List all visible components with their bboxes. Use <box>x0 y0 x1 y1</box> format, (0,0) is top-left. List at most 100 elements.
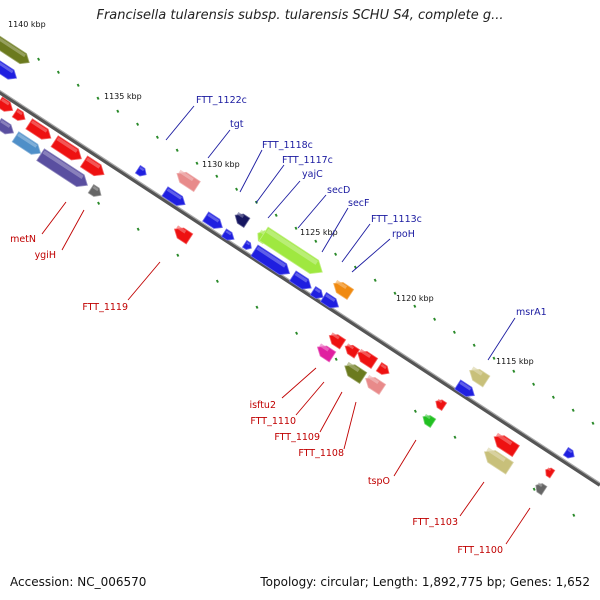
gene-arrow-highlight <box>319 343 330 352</box>
scale-tick <box>295 331 299 335</box>
scale-tick <box>532 382 536 386</box>
gene-arrow <box>319 291 340 309</box>
leader-line <box>295 381 325 416</box>
gene-arrow-highlight <box>486 447 506 462</box>
gene-arrow <box>202 211 223 229</box>
gene-arrow-highlight <box>166 188 182 200</box>
gene-label: secF <box>348 198 369 209</box>
gene-label: isftu2 <box>249 400 276 411</box>
gene-arrow <box>309 285 324 299</box>
scale-tick <box>572 513 576 517</box>
scale-ticks <box>37 57 595 517</box>
scale-tick <box>136 227 140 231</box>
gene-arrow-highlight <box>16 109 23 116</box>
scale-tick <box>393 291 397 295</box>
scale-tick <box>56 70 60 74</box>
gene-arrow-highlight <box>335 279 348 290</box>
label-leaders <box>41 105 531 545</box>
scale-label: 1120 kbp <box>396 294 434 303</box>
leader-line <box>459 481 485 517</box>
gene-arrow-highlight <box>85 157 101 169</box>
gene-arrow-highlight <box>17 133 38 148</box>
accession-text: Accession: NC_006570 <box>10 575 147 589</box>
scale-tick <box>96 96 100 100</box>
gene-arrow-highlight <box>0 58 14 74</box>
gene-arrow <box>258 226 323 275</box>
gene-arrow <box>562 446 575 459</box>
leader-line <box>319 391 343 433</box>
leader-line <box>41 201 67 235</box>
scale-tick <box>215 174 219 178</box>
scale-label: 1125 kbp <box>300 228 338 237</box>
gene-arrow <box>328 334 347 350</box>
gene-arrow-highlight <box>294 272 308 283</box>
gene-arrow <box>87 183 102 197</box>
gene-label: secD <box>327 185 350 196</box>
leader-line <box>255 164 285 204</box>
gene-arrow-highlight <box>178 169 194 182</box>
gene-arrow <box>36 148 88 188</box>
gene-arrow <box>0 31 30 65</box>
scale-label: 1115 kbp <box>496 357 534 366</box>
scale-tick <box>532 487 536 491</box>
leader-line <box>393 439 417 477</box>
gene-arrow-highlight <box>471 366 483 376</box>
gene-arrow-highlight <box>547 467 552 472</box>
scale-tick <box>551 395 555 399</box>
gene-arrow <box>493 435 520 458</box>
gene-arrow <box>435 399 448 412</box>
scale-tick <box>116 109 120 113</box>
scale-tick <box>274 213 278 217</box>
gene-arrow-highlight <box>92 185 99 192</box>
gene-arrow-highlight <box>346 343 355 350</box>
leader-line <box>267 180 301 219</box>
gene-arrow <box>79 155 105 177</box>
gene-label: FTT_1109 <box>274 432 320 443</box>
gene-arrow-highlight <box>30 120 48 133</box>
gene-arrow <box>0 96 14 112</box>
scale-tick <box>294 226 298 230</box>
scale-tick <box>571 408 575 412</box>
reverse-gene-labels: metN ygiH FTT_1119 isftu2 FTT_1110 FTT_1… <box>10 234 503 556</box>
gene-label: rpoH <box>392 229 415 240</box>
leader-line <box>487 317 516 361</box>
gene-arrow <box>50 135 82 161</box>
scale-tick <box>255 305 259 309</box>
gene-arrow-highlight <box>424 413 431 420</box>
scale-tick <box>37 57 41 61</box>
scale-tick <box>413 304 417 308</box>
gene-arrow-highlight <box>207 213 220 223</box>
leader-line <box>239 149 263 193</box>
gene-label: metN <box>10 234 36 245</box>
gene-arrow-highlight <box>331 332 340 340</box>
gene-label: FTT_1100 <box>457 545 503 556</box>
scale-tick <box>136 122 140 126</box>
gene-arrow <box>25 118 52 140</box>
gene-arrow-highlight <box>246 241 250 246</box>
gene-label: msrA1 <box>516 307 547 318</box>
gene-arrow <box>357 351 379 370</box>
gene-arrow <box>220 228 235 241</box>
gene-arrow <box>422 415 437 429</box>
gene-arrow <box>454 379 475 397</box>
scale-tick <box>373 278 377 282</box>
scale-label: 1130 kbp <box>202 160 240 169</box>
gene-arrow-highlight <box>236 211 245 219</box>
scale-tick <box>195 161 199 165</box>
leader-line <box>61 209 85 251</box>
gene-arrow <box>0 56 18 80</box>
gene-label: FTT_1119 <box>82 302 128 313</box>
genome-stats-text: Topology: circular; Length: 1,892,775 bp… <box>260 575 590 589</box>
leader-line <box>165 105 195 141</box>
gene-arrow <box>483 450 514 475</box>
gene-arrow <box>365 377 387 396</box>
scale-tick <box>512 369 516 373</box>
gene-arrow <box>375 361 390 375</box>
gene-label: tgt <box>230 119 244 130</box>
gene-arrow-highlight <box>225 230 232 236</box>
gene-arrow <box>11 107 26 121</box>
gene-arrow <box>0 117 15 135</box>
gene-arrow <box>134 164 147 177</box>
gene-arrow-highlight <box>325 293 336 302</box>
